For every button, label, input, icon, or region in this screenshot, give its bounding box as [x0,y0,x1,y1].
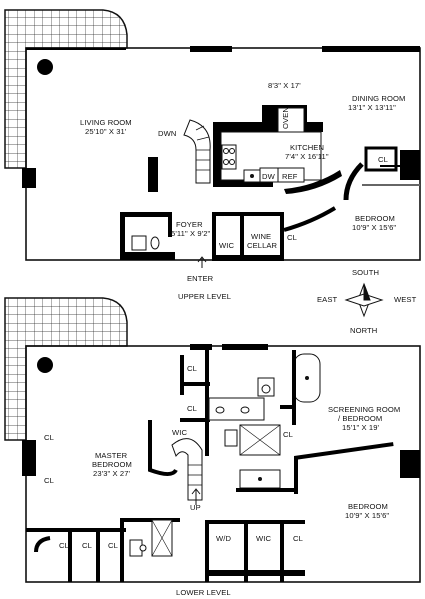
foyer-name: FOYER [176,220,203,229]
master-bedroom-name-2: BEDROOM [92,460,132,469]
compass-north: NORTH [350,326,378,335]
washer-dryer-label: W/D [216,534,232,543]
upper-terrace-dimension: 8'3" X 17' [268,81,301,90]
screening-room-dimension: 15'1" X 19' [342,423,380,432]
kitchen-dimension: 7'4" X 16'11" [285,152,329,161]
lower-level-label: LOWER LEVEL [176,588,231,597]
wine-cellar-label-1: WINE [251,232,272,241]
kitchen-oven-label: OVEN [281,107,290,129]
screening-room-name-2: / BEDROOM [338,414,383,423]
compass-east: EAST [317,295,338,304]
upper-bedroom-dimension: 10'9" X 15'6" [352,223,397,232]
living-room-name: LIVING ROOM [80,118,132,127]
dw-label: DW [262,172,275,181]
ref-label: REF [282,172,298,181]
upper-level-label: UPPER LEVEL [178,292,232,301]
lower-closet-bottom-2: CL [82,541,92,550]
compass-south: SOUTH [352,268,380,277]
lower-closet-left-2: CL [44,476,54,485]
upper-level-plan [4,9,421,268]
compass-west: WEST [394,295,417,304]
lower-bedroom-dimension: 10'9" X 15'6" [345,511,390,520]
wine-cellar-label-2: CELLAR [247,241,278,250]
wine-closet-label: CL [287,233,297,242]
master-wic-label: WIC [172,428,188,437]
lower-closet-bottom-1: CL [59,541,69,550]
kitchen-name: KITCHEN [290,143,325,152]
living-room-dimension: 25'10" X 31' [85,127,127,136]
lower-wic-label-2: WIC [256,534,272,543]
lower-bedroom-name: BEDROOM [348,502,388,511]
lower-closet-bottom-4: CL [293,534,303,543]
stairs-down-label: DWN [158,129,177,138]
foyer-dimension: 5'11" X 9'2" [171,229,211,238]
lower-closet-top-2: CL [187,404,197,413]
upper-wic-label: WIC [219,241,235,250]
screening-room-name-1: SCREENING ROOM [328,405,401,414]
lower-closet-top-1: CL [187,364,197,373]
upper-terrace [4,9,128,169]
dining-closet-label: CL [378,155,388,164]
lower-terrace [4,297,128,441]
upper-bedroom-name: BEDROOM [355,214,395,223]
bath-closet-label: CL [283,430,293,439]
dining-room-name: DINING ROOM [352,94,406,103]
lower-closet-left-1: CL [44,433,54,442]
dining-room-dimension: 13'1" X 13'11" [348,103,396,112]
compass-rose [344,282,384,318]
lower-level-plan [4,297,421,583]
stairs-up-label: UP [190,503,201,512]
enter-label: ENTER [187,274,214,283]
master-bedroom-name-1: MASTER [95,451,128,460]
master-bedroom-dimension: 23'3" X 27' [93,469,131,478]
lower-closet-bottom-3: CL [108,541,118,550]
